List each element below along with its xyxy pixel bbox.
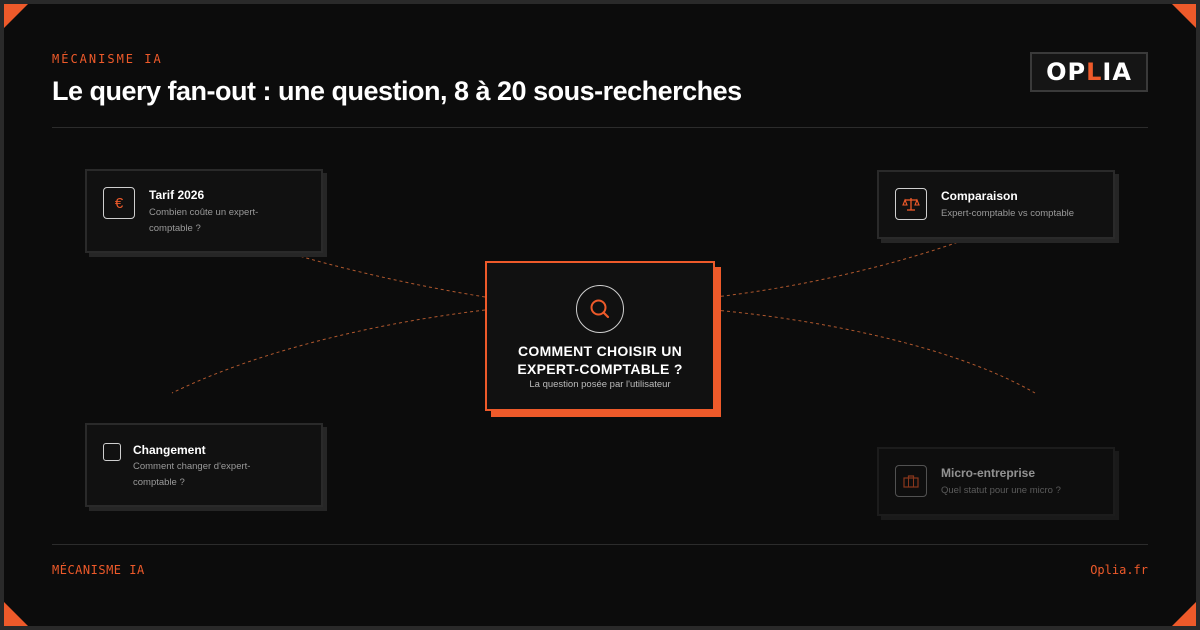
briefcase-icon xyxy=(895,465,927,497)
footer-divider xyxy=(52,544,1148,545)
logo-text-right: IA xyxy=(1102,58,1132,86)
connector-changement xyxy=(171,309,486,394)
node-title: Changement xyxy=(133,443,206,457)
node-changement: Changement Comment changer d'expert-comp… xyxy=(85,423,323,507)
node-subtitle: Expert-comptable vs comptable xyxy=(941,208,1075,219)
node-comparaison: Comparaison Expert-comptable vs comptabl… xyxy=(877,170,1115,239)
footer-label: MÉCANISME IA xyxy=(52,563,145,577)
center-caption: La question posée par l'utilisateur xyxy=(529,379,671,390)
header-divider xyxy=(52,127,1148,128)
corner-accent-bottom-left xyxy=(4,602,28,626)
euro-icon: € xyxy=(103,187,135,219)
center-question-node: COMMENT CHOISIR UN EXPERT-COMPTABLE ? La… xyxy=(485,261,715,411)
logo-text-accent: L xyxy=(1086,58,1103,86)
eyebrow-label: MÉCANISME IA xyxy=(52,52,163,66)
search-icon xyxy=(576,285,624,333)
scale-icon xyxy=(895,188,927,220)
center-question-line-2: EXPERT-COMPTABLE ? xyxy=(517,361,683,377)
logo-text-left: OP xyxy=(1046,58,1087,86)
corner-accent-top-right xyxy=(1172,4,1196,28)
node-title: Micro-entreprise xyxy=(941,466,1036,480)
checkbox-icon xyxy=(103,443,121,461)
node-micro-entreprise: Micro-entreprise Quel statut pour une mi… xyxy=(877,447,1115,516)
node-title: Tarif 2026 xyxy=(149,188,205,202)
center-question-line-1: COMMENT CHOISIR UN xyxy=(517,343,683,359)
center-question: COMMENT CHOISIR UN EXPERT-COMPTABLE ? xyxy=(487,342,713,378)
page-title: Le query fan-out : une question, 8 à 20 … xyxy=(52,76,742,106)
node-tarif-2026: € Tarif 2026 Combien coûte un expert-com… xyxy=(85,169,323,253)
footer-site-link[interactable]: Oplia.fr xyxy=(1090,563,1148,577)
node-subtitle: Comment changer d'expert-comptable ? xyxy=(133,461,251,488)
node-title: Comparaison xyxy=(941,189,1018,203)
connector-micro xyxy=(714,309,1036,394)
node-subtitle: Quel statut pour une micro ? xyxy=(941,485,1061,496)
corner-accent-bottom-right xyxy=(1172,602,1196,626)
node-subtitle: Combien coûte un expert-comptable ? xyxy=(149,207,259,234)
corner-accent-top-left xyxy=(4,4,28,28)
